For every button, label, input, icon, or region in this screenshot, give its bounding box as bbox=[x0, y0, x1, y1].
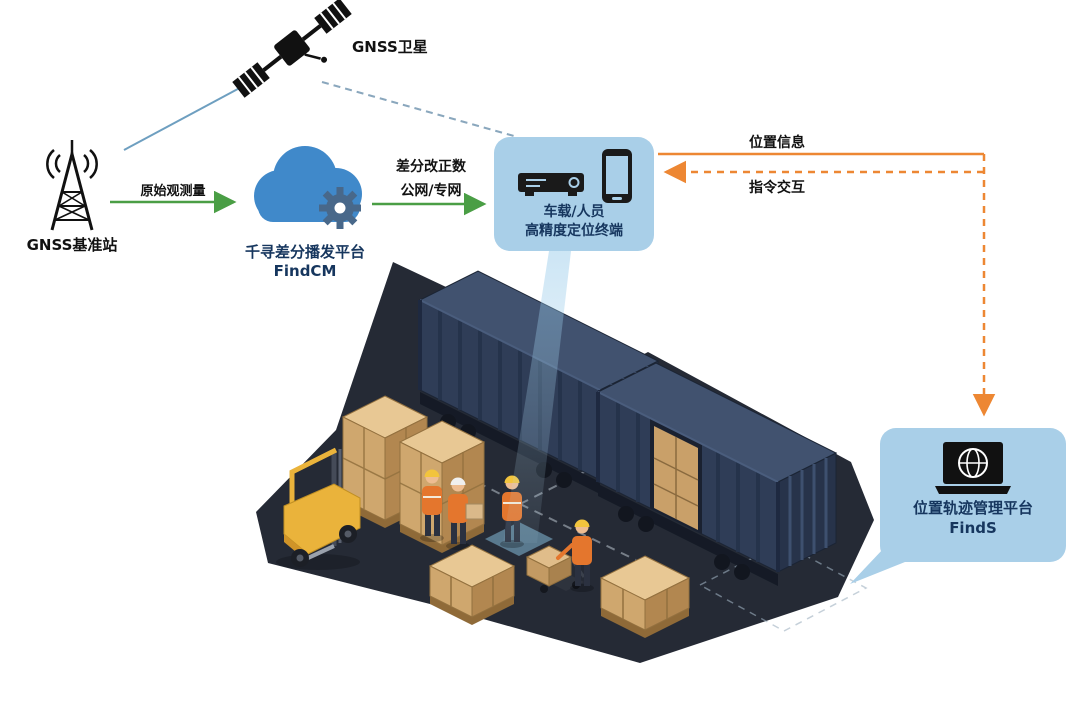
location-info-label: 位置信息 bbox=[749, 135, 805, 151]
worker-figure-4 bbox=[556, 519, 594, 592]
smartphone-icon bbox=[602, 149, 632, 203]
command-interaction-label: 指令交互 bbox=[749, 180, 805, 196]
forklift bbox=[276, 447, 361, 570]
worker-figure-1 bbox=[420, 469, 444, 542]
container-2 bbox=[596, 362, 838, 586]
pallet-stack-tall-2 bbox=[398, 420, 486, 553]
raw-observation-label: 原始观测量 bbox=[140, 184, 206, 199]
base-station-label: GNSS基准站 bbox=[26, 236, 118, 254]
dvr-device-icon bbox=[518, 173, 584, 196]
pallet-low-2 bbox=[599, 555, 691, 638]
cloud-platform-label: 千寻差分播发平台 bbox=[244, 243, 365, 261]
terminal-label-line1: 车载/人员 bbox=[543, 204, 605, 220]
satellite-label: GNSS卫星 bbox=[352, 38, 428, 56]
correction-label-line1: 差分改正数 bbox=[396, 159, 466, 175]
terminal-node: 车载/人员 高精度定位终端 bbox=[494, 137, 654, 251]
management-platform-label-line1: 位置轨迹管理平台 bbox=[912, 499, 1033, 517]
worker-figure-2 bbox=[446, 477, 484, 550]
management-platform-node: 位置轨迹管理平台 FindS bbox=[880, 428, 1066, 562]
gear-icon bbox=[319, 187, 361, 229]
positioning-beam bbox=[503, 251, 571, 543]
management-platform-label-line2: FindS bbox=[949, 519, 997, 538]
correction-label-line2: 公网/专网 bbox=[400, 183, 462, 199]
terminal-label-line2: 高精度定位终端 bbox=[525, 222, 623, 239]
connector-satellite-to-terminal bbox=[321, 81, 515, 137]
radio-tower-icon bbox=[46, 140, 98, 231]
arrow-location-info bbox=[658, 152, 996, 417]
laptop-globe-icon bbox=[935, 442, 1011, 494]
pallet-low-1 bbox=[428, 544, 516, 625]
warehouse-illustration bbox=[256, 251, 874, 663]
satellite-icon bbox=[232, 0, 352, 98]
cloud-platform-sublabel: FindCM bbox=[273, 262, 337, 280]
